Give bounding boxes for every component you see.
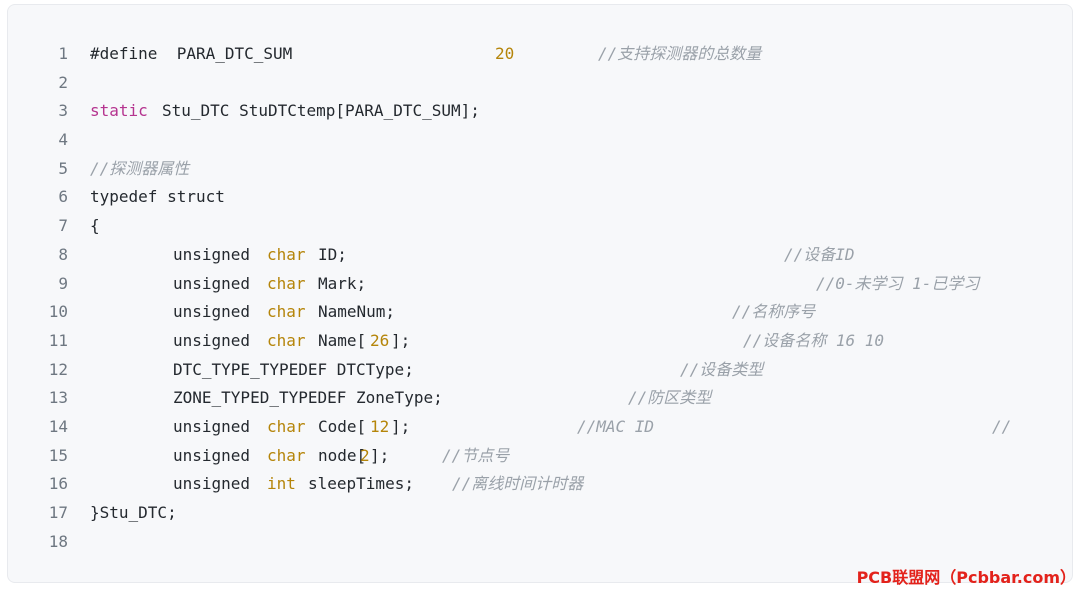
- line-number: 4: [58, 130, 68, 150]
- code-token: unsigned: [173, 302, 251, 322]
- code-comment: //探测器属性: [90, 158, 190, 178]
- code-line: 10 unsigned char NameNum; //名称序号: [8, 298, 1072, 327]
- code-line: 12 DTC_TYPE_TYPEDEF DTCType; //设备类型: [8, 356, 1072, 385]
- code-comment: //设备名称 16 10: [743, 330, 885, 350]
- code-token: 26: [370, 330, 390, 350]
- code-line: 17 }Stu_DTC;: [8, 499, 1072, 528]
- code-token: unsigned: [173, 273, 251, 293]
- code-token: Name[: [318, 330, 367, 350]
- line-number: 18: [48, 531, 68, 551]
- code-token: static: [90, 101, 148, 121]
- code-line: 16 unsigned int sleepTimes; //离线时间计时器: [8, 470, 1072, 499]
- code-token: node[: [318, 445, 367, 465]
- line-number: 15: [48, 445, 68, 465]
- line-number: 16: [48, 474, 68, 494]
- code-token: }Stu_DTC;: [90, 503, 177, 522]
- code-token: char: [267, 445, 306, 465]
- code-line: 11 unsigned char Name[26]; //设备名称 16 10: [8, 327, 1072, 356]
- code-token: ];: [391, 330, 411, 350]
- site-watermark: PCB联盟网（Pcbbar.com）: [856, 568, 1076, 587]
- line-number: 3: [58, 101, 68, 121]
- line-number: 1: [58, 44, 68, 63]
- line-number: 2: [58, 72, 68, 92]
- line-number: 7: [58, 216, 68, 236]
- code-token: int: [267, 474, 296, 494]
- line-number: 6: [58, 187, 68, 207]
- code-token: char: [267, 244, 306, 264]
- code-comment: //设备ID: [784, 244, 855, 264]
- code-line: 9 unsigned char Mark; //0-未学习 1-已学习: [8, 270, 1072, 299]
- code-comment: //设备类型: [680, 359, 764, 379]
- line-number: 12: [48, 359, 68, 379]
- code-token: unsigned: [173, 445, 251, 465]
- line-number: 14: [48, 416, 68, 436]
- code-token: unsigned: [173, 330, 251, 350]
- line-number: 11: [48, 330, 68, 350]
- code-token: ID;: [318, 244, 347, 264]
- code-token: NameNum;: [318, 302, 396, 322]
- code-token: Code[: [318, 416, 367, 436]
- line-number: 10: [48, 302, 68, 322]
- code-token: 2: [360, 445, 370, 465]
- code-comment: //离线时间计时器: [452, 474, 584, 494]
- code-line: 14 unsigned char Code[12]; //MAC ID //: [8, 413, 1072, 442]
- code-token: {: [90, 216, 100, 236]
- code-token: char: [267, 273, 306, 293]
- line-number: 13: [48, 388, 68, 408]
- line-number: 5: [58, 158, 68, 178]
- code-token: char: [267, 302, 306, 322]
- code-comment: //: [992, 416, 1012, 436]
- code-comment: //防区类型: [628, 388, 712, 408]
- code-token: #define PARA_DTC_SUM: [90, 44, 293, 63]
- code-token: unsigned: [173, 416, 251, 436]
- code-token: char: [267, 416, 306, 436]
- code-token: Stu_DTC StuDTCtemp[PARA_DTC_SUM];: [162, 101, 480, 121]
- code-line: 7{: [8, 212, 1072, 241]
- code-line: 4: [8, 126, 1072, 155]
- code-token: 20: [495, 44, 515, 63]
- code-line: 1 #define PARA_DTC_SUM 20 //支持探测器的总数量: [8, 40, 1072, 69]
- code-token: unsigned: [173, 244, 251, 264]
- code-comment: //MAC ID: [577, 416, 655, 436]
- code-line: 2: [8, 69, 1072, 98]
- code-token: ZONE_TYPED_TYPEDEF ZoneType;: [173, 388, 443, 408]
- code-token: Mark;: [318, 273, 367, 293]
- code-line: 15 unsigned char node[2]; //节点号: [8, 442, 1072, 471]
- code-block: 1 #define PARA_DTC_SUM 20 //支持探测器的总数量 2 3 stat…: [7, 4, 1073, 583]
- line-number: 9: [58, 273, 68, 293]
- code-token: char: [267, 330, 306, 350]
- code-token: 12: [370, 416, 390, 436]
- code-token: typedef struct: [90, 187, 225, 207]
- code-token: ];: [391, 416, 411, 436]
- code-comment: //支持探测器的总数量: [598, 44, 762, 63]
- code-comment: //0-未学习 1-已学习: [816, 273, 980, 293]
- code-line: 6 typedef struct: [8, 183, 1072, 212]
- code-token: unsigned: [173, 474, 251, 494]
- line-number: 17: [48, 503, 68, 522]
- code-line: 8 unsigned char ID; //设备ID: [8, 241, 1072, 270]
- code-token: sleepTimes;: [308, 474, 414, 494]
- code-lines: 1 #define PARA_DTC_SUM 20 //支持探测器的总数量 2 3 stat…: [8, 40, 1072, 556]
- code-line: 18: [8, 528, 1072, 557]
- code-comment: //节点号: [442, 445, 510, 465]
- code-line: 5 //探测器属性: [8, 155, 1072, 184]
- code-line: 13 ZONE_TYPED_TYPEDEF ZoneType; //防区类型: [8, 384, 1072, 413]
- code-token: DTC_TYPE_TYPEDEF DTCType;: [173, 359, 414, 379]
- code-comment: //名称序号: [732, 302, 816, 322]
- line-number: 8: [58, 244, 68, 264]
- code-line: 3 static Stu_DTC StuDTCtemp[PARA_DTC_SUM];: [8, 97, 1072, 126]
- code-token: ];: [370, 445, 390, 465]
